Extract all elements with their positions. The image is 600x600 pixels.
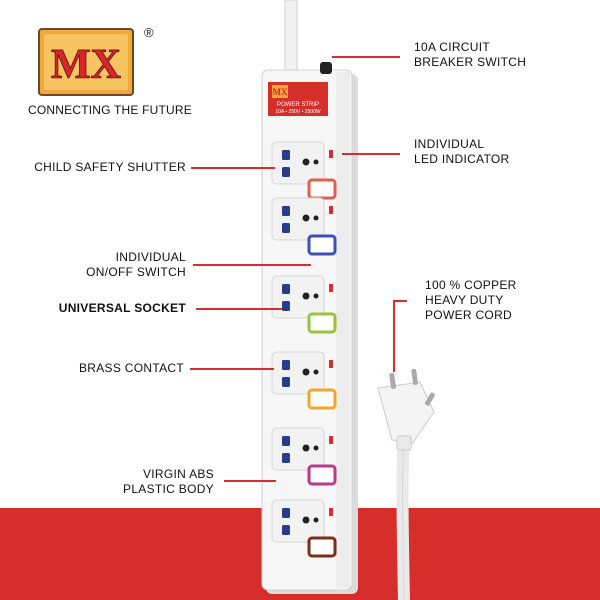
registered-mark: ® <box>144 25 154 40</box>
plug <box>377 368 435 451</box>
tagline: CONNECTING THE FUTURE <box>28 103 192 117</box>
onoff-switch <box>307 178 337 200</box>
onoff-callout-line <box>193 264 311 266</box>
socket-shutter <box>282 284 290 294</box>
universal-label: UNIVERSAL SOCKET <box>58 301 186 315</box>
socket-shutter <box>282 167 290 177</box>
brass-label: BRASS CONTACT <box>78 361 184 375</box>
socket-shutter <box>282 377 290 387</box>
socket-hole <box>313 369 319 375</box>
socket-hole <box>302 158 310 166</box>
socket-hole <box>313 517 319 523</box>
led-indicator <box>329 206 333 214</box>
socket-shutter <box>282 525 290 535</box>
socket-hole <box>313 159 319 165</box>
body-callout-line <box>224 480 276 482</box>
led-indicator <box>329 508 333 516</box>
breaker-callout-line <box>332 56 400 58</box>
led-indicator <box>329 436 333 444</box>
cord-callout-line-vertical <box>393 300 395 372</box>
socket-hole <box>302 368 310 376</box>
sticker-specs: 10A • 250V • 2500W <box>275 109 320 115</box>
socket-hole <box>313 445 319 451</box>
onoff-switch <box>307 464 337 486</box>
socket-shutter <box>282 206 290 216</box>
breaker-button <box>320 62 332 74</box>
led-indicator <box>329 360 333 368</box>
socket-shutter <box>282 150 290 160</box>
sticker-brand: MX <box>273 87 288 97</box>
socket-shutter <box>282 453 290 463</box>
socket-hole <box>302 292 310 300</box>
universal-callout-line <box>196 308 282 310</box>
socket-hole <box>302 444 310 452</box>
socket-hole <box>302 516 310 524</box>
shutter-label: CHILD SAFETY SHUTTER <box>34 160 186 174</box>
onoff-switch <box>307 388 337 410</box>
led-indicator <box>329 284 333 292</box>
socket-hole <box>313 293 319 299</box>
socket-shutter <box>282 301 290 311</box>
socket-shutter <box>282 508 290 518</box>
cord-callout-line-horizontal <box>393 300 407 302</box>
onoff-switch <box>307 234 337 256</box>
socket-shutter <box>282 360 290 370</box>
sticker-title: POWER STRIP <box>277 102 319 108</box>
onoff-switch <box>307 312 337 334</box>
socket-hole <box>302 214 310 222</box>
mx-logo: MX <box>38 28 134 96</box>
socket-hole <box>313 215 319 221</box>
onoff-switch <box>307 536 337 558</box>
socket-shutter <box>282 436 290 446</box>
shutter-callout-line <box>191 167 275 169</box>
led-indicator <box>329 150 333 158</box>
logo-text: MX <box>51 42 121 88</box>
led-callout-line <box>342 153 400 155</box>
brass-callout-line <box>190 368 274 370</box>
socket-shutter <box>282 223 290 233</box>
